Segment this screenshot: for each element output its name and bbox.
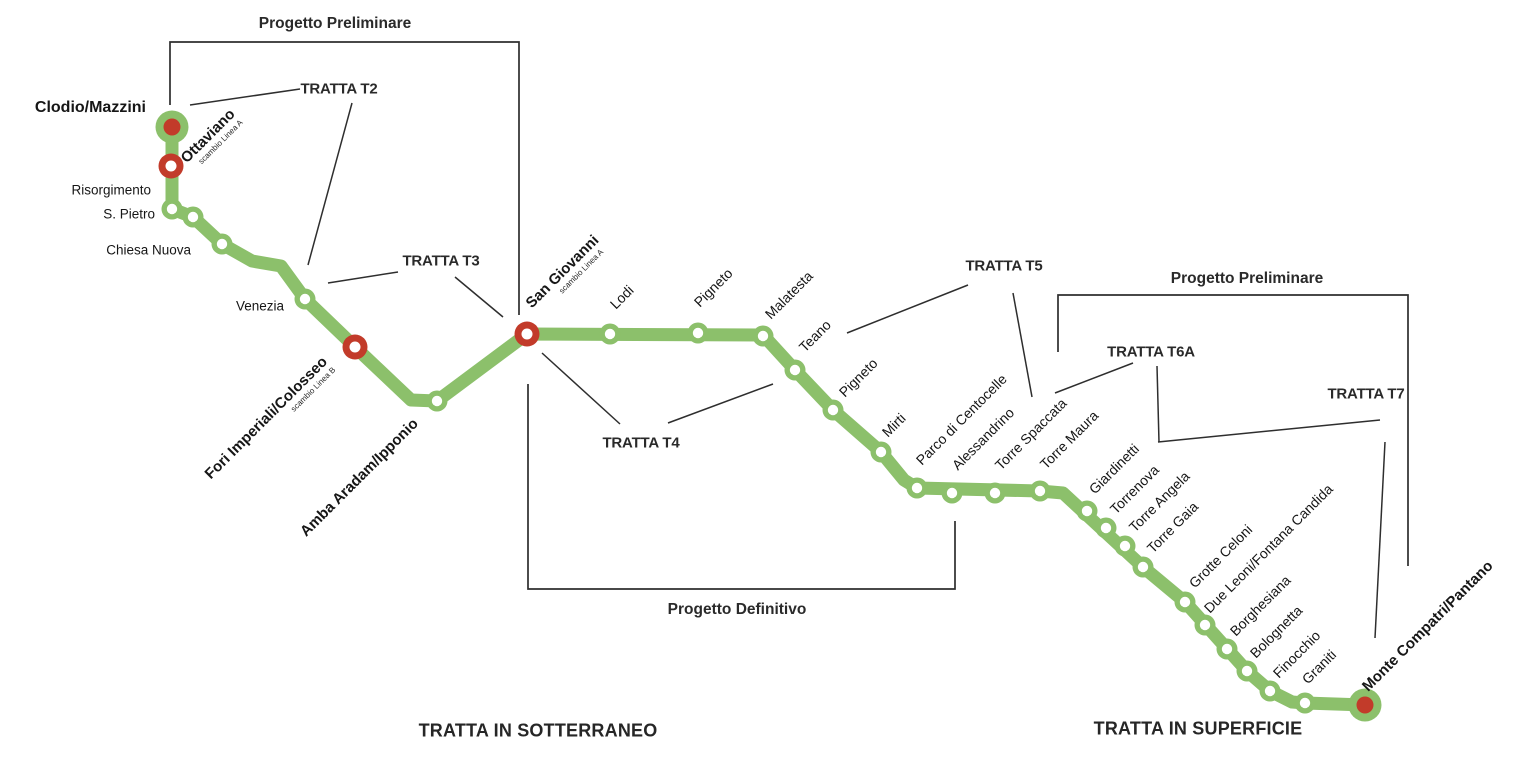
station-dot-torre-angela-21 [1114,535,1136,557]
station-dot-venezia-5 [294,288,316,310]
station-dot-torrenova-20 [1095,517,1117,539]
station-dot-malatesta-11 [752,325,774,347]
station-dot-torre-spaccata-17 [984,482,1006,504]
station-dot-grotte-celoni-23 [1174,591,1196,613]
station-dot-teano-12 [784,359,806,381]
station-dot-amba-aradam-ipponio-7 [426,390,448,412]
tratta-t7-pointer-b [1374,441,1386,639]
station-dot-alessandrino-16 [941,482,963,504]
label-tratta-in-superficie: TRATTA IN SUPERFICIE [1093,718,1303,739]
station-dot-chiesa-nuova-4 [211,233,233,255]
station-dot-pigneto-10 [687,322,709,344]
label-progetto-definitivo: Progetto Definitivo [667,601,807,618]
station-dot-san-giovanni-8 [514,321,540,347]
progetto-definitivo-bracket [527,384,956,590]
station-label-s-pietro-3: S. Pietro [103,206,155,222]
progetto-preliminare-2-bracket [1057,294,1409,566]
station-dot-risorgimento-2 [161,198,183,220]
tratta-t6a-pointer-b [1156,365,1160,443]
station-dot-ottaviano-1 [158,153,184,179]
label-progetto-preliminare-1: Progetto Preliminare [258,15,412,32]
station-dot-pigneto-13 [822,399,844,421]
label-tratta-t2: TRATTA T2 [300,80,378,98]
station-dot-lodi-9 [599,323,621,345]
station-label-clodio-mazzini-0: Clodio/Mazzini [34,99,146,116]
progetto-preliminare-1-bracket [169,41,520,315]
label-tratta-t6a: TRATTA T6A [1107,343,1195,361]
tratta-t5-pointer-a [846,284,969,334]
label-tratta-in-sotterraneo: TRATTA IN SOTTERRANEO [418,720,658,741]
station-dot-giardinetti-19 [1076,500,1098,522]
tratta-t4-pointer-a [541,352,621,425]
station-dot-mirti-14 [870,441,892,463]
tratta-t2-pointer-a [189,88,301,106]
tratta-t4-pointer-b [667,383,774,424]
station-dot-due-leoni-fontana-candida-24 [1194,614,1216,636]
station-dot-torre-maura-18 [1029,480,1051,502]
tratta-t7-pointer-a [1157,419,1381,443]
label-tratta-t3: TRATTA T3 [402,252,480,270]
station-dot-bolognetta-26 [1236,660,1258,682]
station-dot-s-pietro-3 [182,206,204,228]
station-label-risorgimento-2: Risorgimento [71,182,151,198]
label-tratta-t5: TRATTA T5 [965,257,1043,275]
tratta-t5-pointer-b [1012,292,1033,398]
station-dot-torre-gaia-22 [1132,556,1154,578]
label-progetto-preliminare-2: Progetto Preliminare [1170,270,1324,287]
station-dot-borghesiana-25 [1216,638,1238,660]
metro-line-c-route [165,113,1372,712]
station-dot-clodio-mazzini-0 [155,110,189,144]
tratta-t3-pointer-b [454,276,504,318]
tratta-t3-pointer-a [327,271,399,284]
station-dot-fori-imperiali-colosseo-6 [342,334,368,360]
station-label-chiesa-nuova-4: Chiesa Nuova [106,242,191,258]
station-dot-graniti-28 [1294,692,1316,714]
station-label-venezia-5: Venezia [235,298,284,314]
tratta-t6a-pointer-a [1054,362,1134,394]
tratta-t2-pointer-b [307,102,353,266]
label-tratta-t4: TRATTA T4 [602,434,680,452]
label-tratta-t7: TRATTA T7 [1327,385,1405,403]
station-dot-finocchio-27 [1259,680,1281,702]
station-dot-parco-di-centocelle-15 [906,477,928,499]
station-dot-monte-compatri-pantano-29 [1348,688,1382,722]
